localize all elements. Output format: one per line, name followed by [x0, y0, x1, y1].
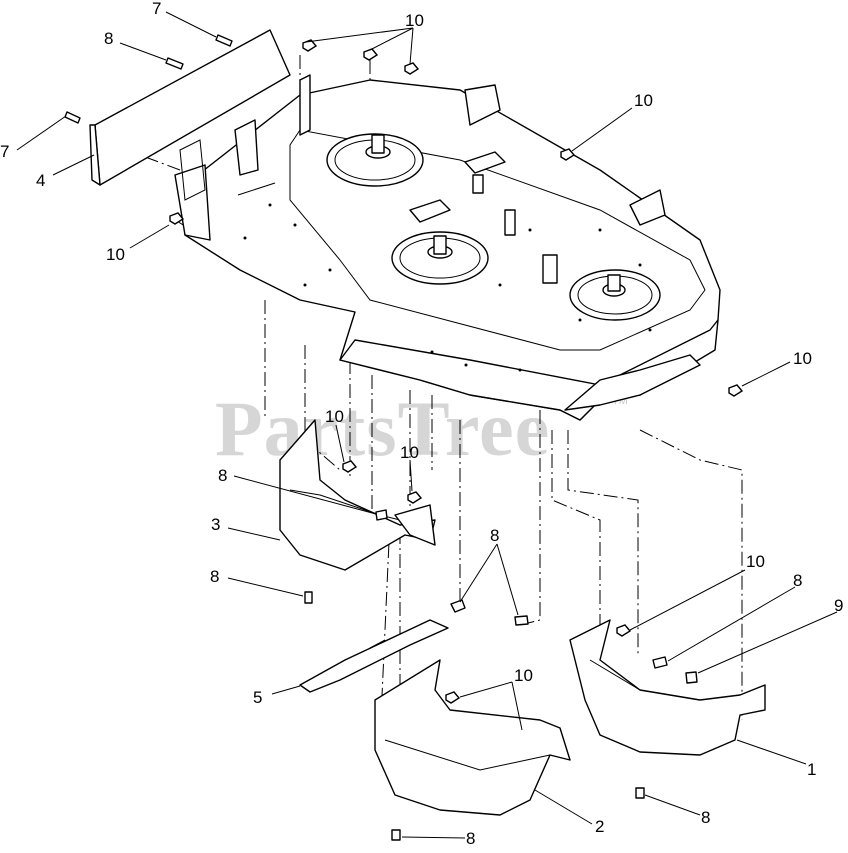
callout-8-right-bolt: 8 [701, 808, 710, 827]
callout-10-baffle1: 10 [746, 552, 765, 571]
callout-10-baffle3-a: 10 [325, 407, 344, 426]
spindle-right [569, 269, 661, 321]
callout-7-top: 7 [152, 0, 161, 18]
callout-3: 3 [211, 515, 220, 534]
deck-holes [243, 203, 652, 372]
blade-part-5 [299, 619, 449, 693]
leader-lines [16, 11, 838, 839]
baffle-part-3 [279, 419, 436, 604]
callout-9: 9 [834, 596, 843, 615]
callout-8-center: 8 [490, 526, 499, 545]
callout-5: 5 [253, 688, 262, 707]
callout-8-top: 8 [104, 29, 113, 48]
callout-10-right-top: 10 [634, 91, 653, 110]
baffle-part-2 [374, 659, 571, 841]
callout-10-right: 10 [793, 349, 812, 368]
baffle-part-1 [569, 619, 766, 799]
callout-8-bottom: 8 [466, 829, 475, 848]
spindle-center [391, 231, 489, 285]
spindle-left [326, 133, 424, 187]
callout-1: 1 [807, 760, 816, 779]
callout-8-baffle1: 8 [793, 571, 802, 590]
callout-2: 2 [595, 817, 604, 836]
bolts-top [64, 34, 233, 124]
callout-10-baffle2: 10 [514, 666, 533, 685]
mower-deck [174, 74, 721, 421]
bolts-lower [375, 509, 698, 684]
callout-10-baffle3-b: 10 [400, 443, 419, 462]
callout-10-left: 10 [106, 245, 125, 264]
nuts-10 [169, 39, 744, 743]
callout-8-left-bolt: 8 [210, 567, 219, 586]
callout-8-baffle3: 8 [218, 466, 227, 485]
callout-10-top: 10 [405, 11, 424, 30]
baffle-part-4 [89, 29, 291, 201]
callout-7-left: 7 [0, 142, 9, 161]
callout-4: 4 [36, 171, 45, 190]
